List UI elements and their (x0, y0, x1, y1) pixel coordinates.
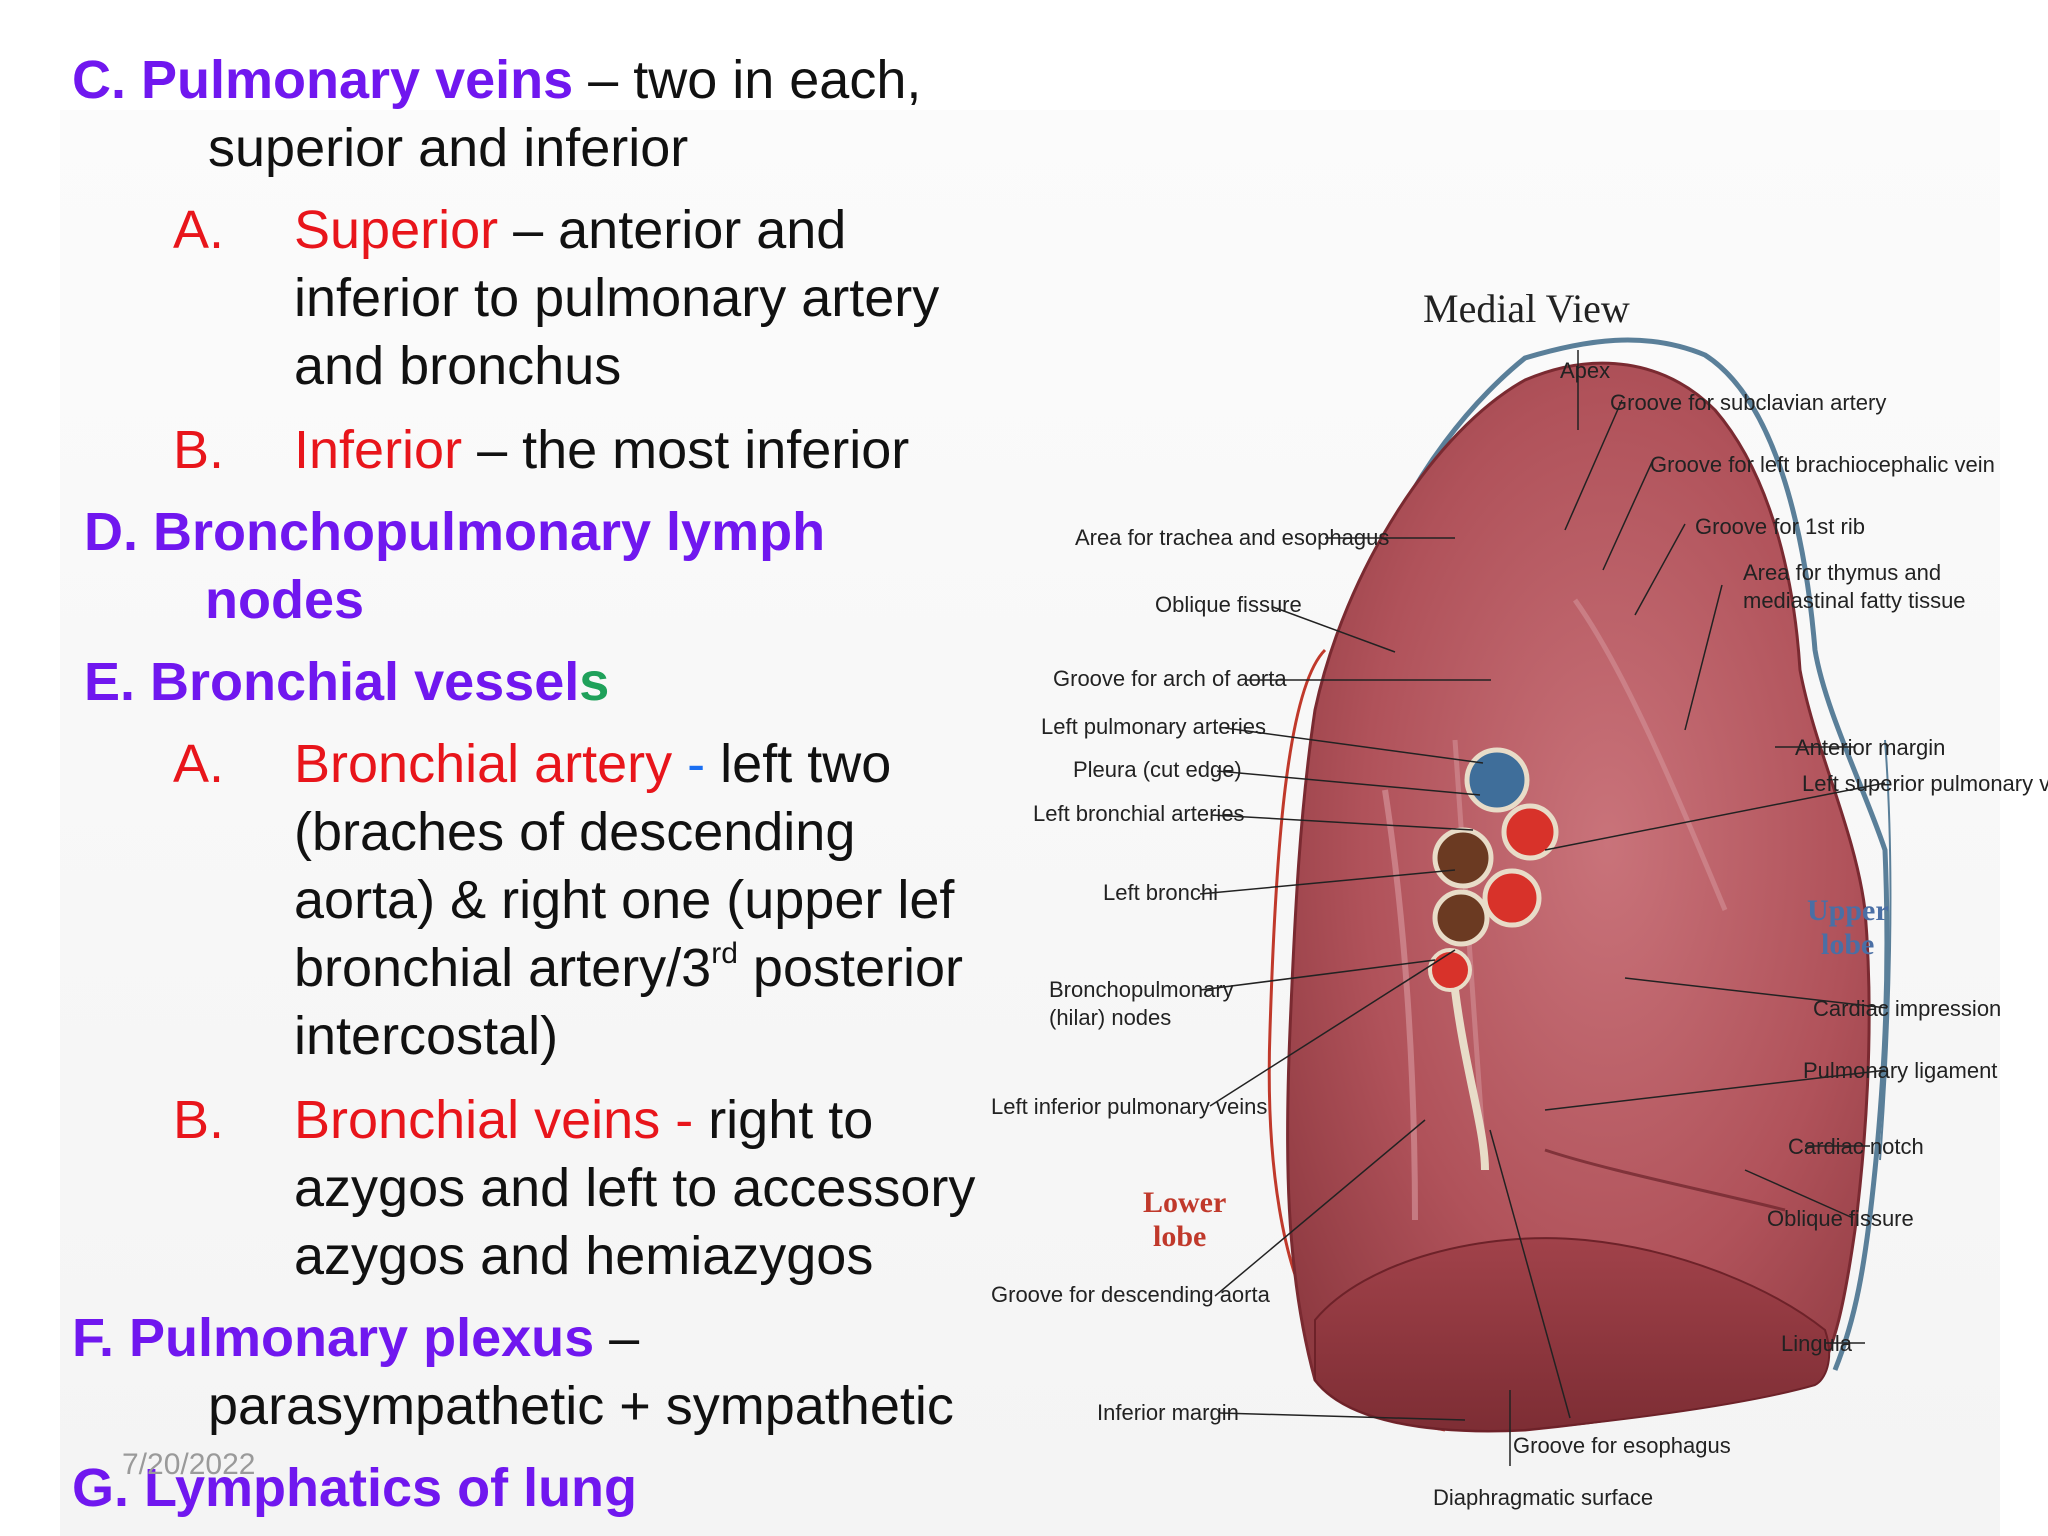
superior-vein-section (1501, 803, 1559, 861)
pulmonary-artery-section (1464, 747, 1530, 813)
bronchial-veins-line2: azygos and left to accessory (294, 1158, 976, 1218)
bronchial-veins-line3: azygos and hemiazygos (294, 1226, 874, 1286)
heading-bronchial-vessels: E. Bronchial vessels (84, 652, 610, 712)
label-upper-lobe-line1: Upper (1807, 894, 1889, 927)
figure-title: Medial View (1423, 286, 1630, 331)
surface-groove (1572, 598, 1728, 911)
label-lower-lobe-line2: lobe (1153, 1220, 1206, 1253)
label-trachea-area: Area for trachea and esophagus (1075, 525, 1389, 550)
label-groove-arch-aorta: Groove for arch of aorta (1053, 666, 1287, 691)
lung-surface (1286, 361, 1871, 1433)
bronchus-section (1432, 889, 1490, 947)
superior-veins-line2: inferior to pulmonary artery (294, 268, 940, 328)
superior-veins-item: Superior – anterior and (294, 200, 847, 260)
label-hilar-nodes-line1: Bronchopulmonary (1049, 977, 1234, 1002)
heading-lymph-nodes-line2: nodes (205, 570, 365, 630)
slide-text-column: C. Pulmonary veins – two in each, superi… (0, 0, 990, 1536)
bronchial-artery-line5: intercostal) (294, 1006, 559, 1066)
label-left-bronchi: Left bronchi (1103, 880, 1218, 905)
label-anterior-margin: Anterior margin (1795, 735, 1945, 760)
heading-pulmonary-veins: C. Pulmonary veins – two in each, (72, 50, 922, 110)
upper-lobe-bracket (1879, 739, 1892, 1161)
label-groove-descending-aorta: Groove for descending aorta (991, 1282, 1271, 1307)
inferior-vein-section (1428, 948, 1472, 992)
heading-pulmonary-plexus: F. Pulmonary plexus – (72, 1308, 640, 1368)
label-left-bronchial-arteries: Left bronchial arteries (1033, 801, 1245, 826)
lung-medial-view-figure: Medial View (985, 270, 2048, 1536)
bronchial-artery-item: Bronchial artery - left two (294, 734, 892, 794)
heading-lymphatics: G. Lymphatics of lung (72, 1458, 638, 1518)
label-pulmonary-ligament: Pulmonary ligament (1803, 1058, 1997, 1083)
label-lingula: Lingula (1781, 1331, 1853, 1356)
inferior-veins-item: Inferior – the most inferior (294, 420, 910, 480)
label-hilar-nodes-line2: (hilar) nodes (1049, 1005, 1171, 1030)
label-diaphragmatic-surface: Diaphragmatic surface (1433, 1485, 1653, 1510)
label-left-inferior-veins: Left inferior pulmonary veins (991, 1094, 1267, 1119)
bronchus-section (1432, 827, 1494, 889)
label-groove-esophagus: Groove for esophagus (1513, 1433, 1731, 1458)
label-thymus-line2: mediastinal fatty tissue (1743, 588, 1966, 613)
slide-date: 7/20/2022 (122, 1448, 256, 1481)
pulmonary-veins-line2: superior and inferior (208, 118, 689, 178)
pleura-outline (1362, 337, 1890, 1371)
bronchial-veins-item: Bronchial veins - right to (294, 1090, 874, 1150)
pulmonary-plexus-line2: parasympathetic + sympathetic (208, 1376, 954, 1436)
oblique-fissure-line (1544, 1148, 1786, 1212)
label-inferior-margin: Inferior margin (1097, 1400, 1239, 1425)
label-oblique-fissure-left: Oblique fissure (1155, 592, 1302, 617)
list-marker: A. (173, 200, 225, 260)
superior-vein-section (1482, 868, 1542, 928)
list-marker: B. (173, 1090, 225, 1150)
label-cardiac-impression: Cardiac impression (1813, 996, 2001, 1021)
list-marker: B. (173, 420, 225, 480)
diaphragmatic-base (1314, 1237, 1831, 1432)
leader-lines-right (1544, 350, 1888, 1344)
superior-veins-line3: and bronchus (294, 336, 622, 396)
label-groove-subclavian: Groove for subclavian artery (1610, 390, 1886, 415)
label-groove-brachiocephalic: Groove for left brachiocephalic vein (1650, 452, 1995, 477)
label-lower-lobe-line1: Lower (1143, 1186, 1226, 1219)
bronchial-artery-line3: aorta) & right one (upper lef (294, 870, 955, 930)
heading-lymph-nodes: D. Bronchopulmonary lymph (84, 502, 826, 562)
bronchial-artery-line2: (braches of descending (294, 802, 856, 862)
label-apex: Apex (1560, 358, 1610, 383)
lung-illustration: Medial View (991, 286, 2048, 1510)
label-pleura-cut-edge: Pleura (cut edge) (1073, 757, 1242, 782)
label-cardiac-notch: Cardiac notch (1788, 1134, 1924, 1159)
label-upper-lobe-line2: lobe (1821, 928, 1874, 961)
label-oblique-fissure-right: Oblique fissure (1767, 1206, 1914, 1231)
label-left-pulmonary-arteries: Left pulmonary arteries (1041, 714, 1266, 739)
list-marker: A. (173, 734, 225, 794)
label-thymus-line1: Area for thymus and (1743, 560, 1941, 585)
bronchial-artery-line4: bronchial artery/3rd posterior (294, 937, 964, 998)
label-groove-1st-rib: Groove for 1st rib (1695, 514, 1865, 539)
label-left-superior-veins: Left superior pulmonary veins (1802, 771, 2048, 796)
pulmonary-ligament-shape (1451, 989, 1489, 1171)
leader-lines-left (1199, 537, 1571, 1466)
surface-groove (1382, 789, 1418, 1221)
